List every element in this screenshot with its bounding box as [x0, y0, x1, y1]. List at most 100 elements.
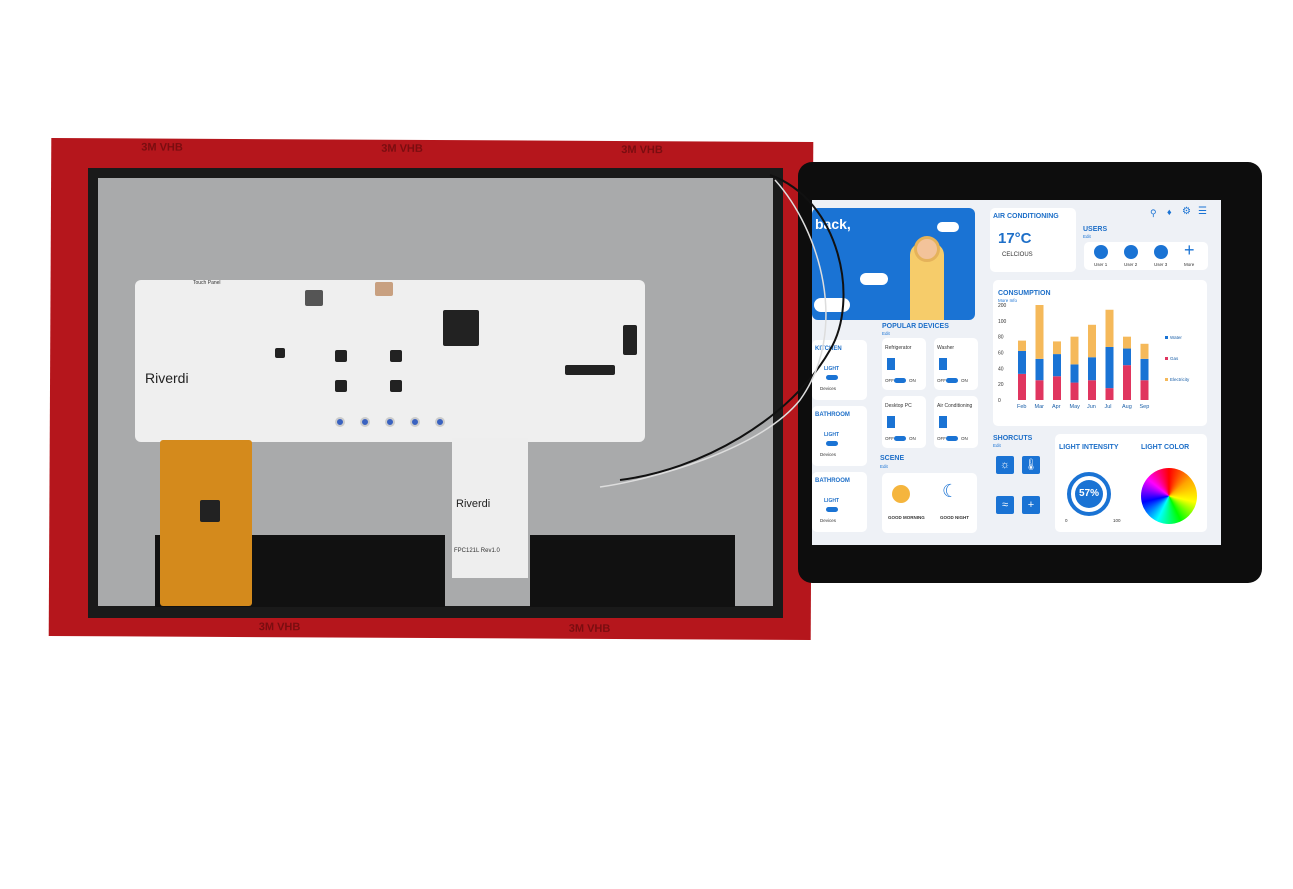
user-label: User 1	[1094, 262, 1108, 267]
color-wheel[interactable]	[1141, 468, 1197, 524]
intensity-value: 57%	[1075, 480, 1103, 508]
sun-icon	[892, 485, 910, 503]
light-toggle[interactable]	[826, 375, 838, 380]
bar-electricity-feb	[1018, 340, 1026, 351]
popular-devices-title: POPULAR DEVICES	[882, 323, 949, 330]
on-label: ON	[961, 378, 968, 383]
air-conditioning-card[interactable]: AIR CONDITIONING 17°C CELCIOUS	[990, 208, 1076, 272]
tape-label: 3M VHB	[381, 142, 423, 155]
user-label: User 3	[1154, 262, 1168, 267]
gear-icon[interactable]: ⚙	[1182, 206, 1191, 217]
bar-water-may	[1070, 364, 1079, 383]
shortcuts-edit[interactable]: Edit	[993, 443, 1001, 448]
popular-edit[interactable]: Edit	[882, 331, 890, 336]
search-icon[interactable]: ⚲	[1150, 208, 1157, 218]
room-card[interactable]: BATHROOM LIGHT Devices	[812, 472, 867, 532]
scene-edit[interactable]: Edit	[880, 464, 888, 469]
users-card: User 1 User 2 User 3 +More	[1084, 240, 1208, 270]
bar-water-jul	[1105, 346, 1114, 389]
legend-label: Water	[1170, 335, 1182, 340]
dashboard-screen: back, AIR CONDITIONING 17°C CELCIOUS ⚲ ♦…	[812, 200, 1221, 545]
y-tick-label: 80	[998, 335, 1004, 341]
bar-gas-mar	[1035, 380, 1044, 400]
light-toggle[interactable]	[826, 441, 838, 446]
thermometer-shortcut-icon[interactable]: 🌡	[1022, 456, 1040, 474]
scene-good-morning[interactable]: GOOD MORNING	[888, 515, 925, 520]
device-toggle[interactable]	[946, 436, 958, 441]
shortcuts-title: SHORCUTS	[993, 435, 1033, 442]
device-toggle[interactable]	[946, 378, 958, 383]
light-intensity-title: LIGHT INTENSITY	[1059, 444, 1119, 451]
room-card[interactable]: BATHROOM LIGHT Devices	[812, 406, 867, 466]
bar-water-aug	[1123, 348, 1131, 366]
light-label: LIGHT	[824, 432, 839, 438]
room-name: KITCHEN	[815, 346, 842, 352]
temperature: 17°C	[998, 230, 1032, 247]
user-avatar[interactable]	[1154, 245, 1168, 259]
room-card[interactable]: KITCHEN LIGHT Devices	[812, 340, 867, 400]
tape-label: 3M VHB	[258, 621, 301, 634]
more-info-link[interactable]: More Info	[998, 298, 1018, 303]
scene-good-night[interactable]: GOOD NIGHT	[940, 515, 969, 520]
light-shortcut-icon[interactable]: ☼	[996, 456, 1014, 474]
plus-icon[interactable]: +	[1184, 240, 1195, 260]
bar-water-apr	[1053, 354, 1061, 377]
bar-electricity-apr	[1053, 341, 1061, 355]
on-label: ON	[909, 436, 916, 441]
menu-icon[interactable]: ☰	[1198, 206, 1207, 217]
y-tick-label: 200	[998, 303, 1007, 309]
device-card[interactable]: Air Conditioning OFF ON	[934, 396, 978, 448]
bar-electricity-aug	[1123, 336, 1131, 349]
device-icon	[887, 358, 895, 370]
device-name: Desktop PC	[885, 403, 912, 409]
welcome-banner: back,	[812, 208, 975, 320]
black-strip	[530, 535, 735, 607]
off-label: OFF	[885, 436, 894, 441]
off-label: OFF	[937, 436, 946, 441]
device-name: Washer	[937, 345, 955, 351]
off-label: OFF	[885, 378, 894, 383]
users-edit[interactable]: Edit	[1083, 234, 1091, 239]
devices-link[interactable]: Devices	[820, 452, 837, 457]
device-card[interactable]: Washer OFF ON	[934, 338, 978, 390]
scene-title: SCENE	[880, 455, 905, 462]
bar-electricity-jul	[1105, 309, 1114, 347]
x-tick-label: Sep	[1140, 404, 1150, 410]
legend-swatch	[1165, 378, 1168, 381]
device-card[interactable]: Desktop PC OFF ON	[882, 396, 926, 448]
intensity-dial[interactable]: 57%	[1067, 472, 1111, 516]
light-toggle[interactable]	[826, 507, 838, 512]
bar-gas-apr	[1053, 376, 1061, 400]
off-label: OFF	[937, 378, 946, 383]
bar-electricity-mar	[1035, 305, 1044, 359]
card-title: AIR CONDITIONING	[993, 213, 1059, 220]
bar-gas-feb	[1018, 373, 1026, 400]
legend-label: Gas	[1170, 356, 1179, 361]
light-color-title: LIGHT COLOR	[1141, 444, 1190, 451]
fpc-label: FPC121L Rev1.0	[454, 548, 500, 554]
light-label: LIGHT	[824, 498, 839, 504]
device-name: Refrigerator	[885, 345, 912, 351]
device-card[interactable]: Refrigerator OFF ON	[882, 338, 926, 390]
brand-logo: Riverdi	[145, 370, 189, 386]
user-avatar[interactable]	[1094, 245, 1108, 259]
devices-link[interactable]: Devices	[820, 518, 837, 523]
device-toggle[interactable]	[894, 436, 906, 441]
light-label: LIGHT	[824, 366, 839, 372]
legend-swatch	[1165, 336, 1168, 339]
user-avatar[interactable]	[1124, 245, 1138, 259]
y-tick-label: 100	[998, 319, 1007, 325]
room-name: BATHROOM	[815, 412, 850, 418]
device-toggle[interactable]	[894, 378, 906, 383]
bell-icon[interactable]: ♦	[1167, 207, 1172, 217]
devices-link[interactable]: Devices	[820, 386, 837, 391]
add-shortcut-icon[interactable]: +	[1022, 496, 1040, 514]
x-tick-label: Aug	[1122, 404, 1132, 410]
welcome-text: back,	[815, 216, 851, 232]
tape-label: 3M VHB	[141, 141, 183, 154]
room-name: BATHROOM	[815, 478, 850, 484]
wifi-shortcut-icon[interactable]: ≈	[996, 496, 1014, 514]
legend-swatch	[1165, 357, 1168, 360]
moon-icon: ☾	[942, 481, 959, 501]
